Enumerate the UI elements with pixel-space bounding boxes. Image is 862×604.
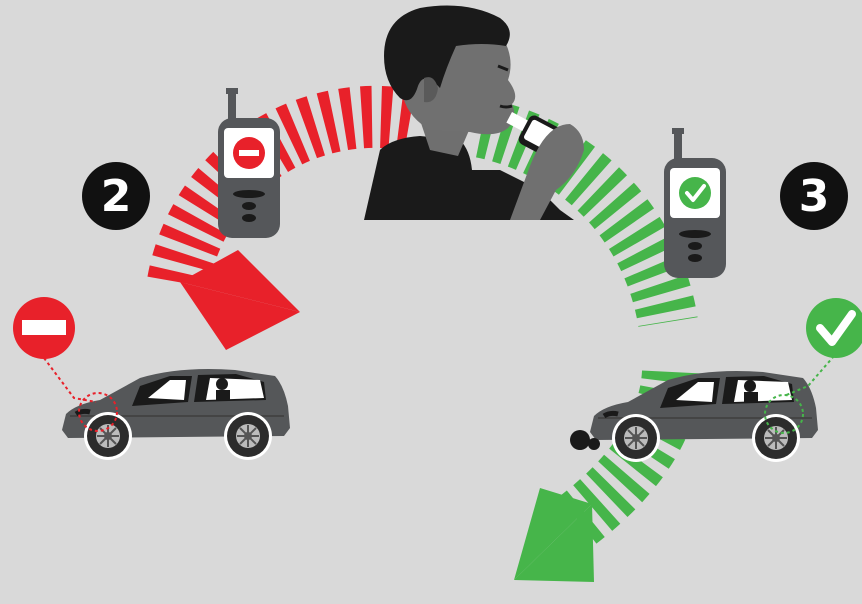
- checkmark-icon: [806, 298, 862, 358]
- step-badge-2: 2: [82, 162, 150, 230]
- fail-arrow: [178, 117, 410, 350]
- person-blowing-into-breathalyzer: [364, 6, 584, 220]
- car-pass: [590, 371, 818, 462]
- step-badge-3: 3: [780, 162, 848, 230]
- breathalyzer-device-pass: [664, 128, 726, 278]
- no-entry-icon: [13, 297, 75, 359]
- car-fail: [62, 369, 290, 460]
- breathalyzer-device-fail: [218, 88, 280, 238]
